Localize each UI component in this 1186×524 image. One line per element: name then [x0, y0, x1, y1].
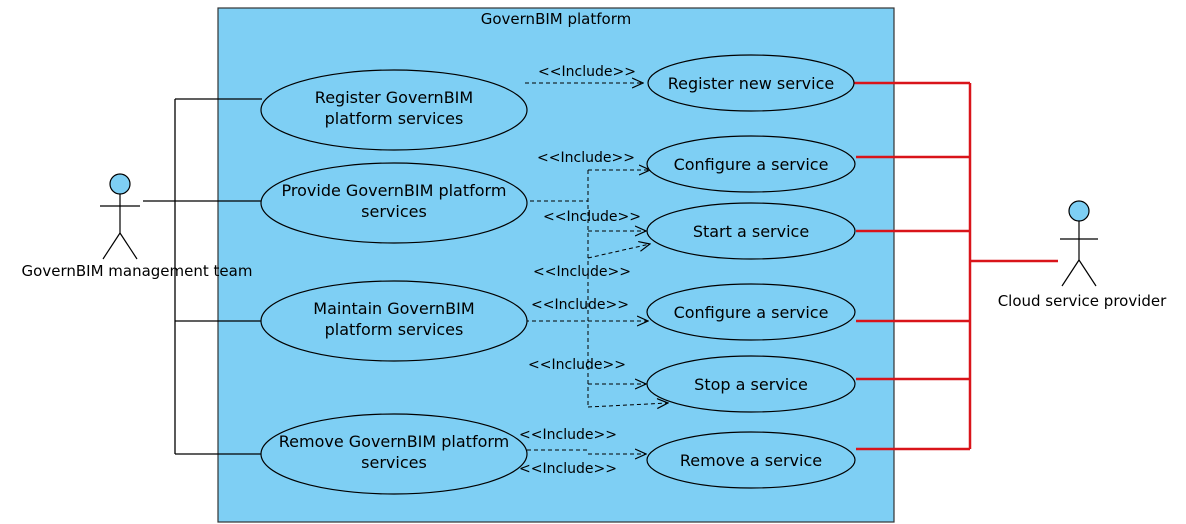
include-label: <<Include>>: [533, 264, 631, 280]
use-case-stop-service[interactable]: Stop a service: [646, 355, 856, 413]
include-arrow-start-up: [587, 244, 650, 259]
use-case-label-line2: services: [361, 453, 427, 472]
use-case-label: Start a service: [693, 222, 809, 241]
management-associations: [143, 98, 262, 455]
include-label: <<Include>>: [519, 427, 617, 443]
use-case-label-line2: services: [361, 202, 427, 221]
use-case-label: Remove a service: [680, 451, 822, 470]
actor-left-leg: [102, 232, 121, 260]
use-case-provide-platform-services[interactable]: Provide GovernBIM platform services: [260, 162, 528, 244]
use-case-register-new-service[interactable]: Register new service: [647, 54, 855, 112]
use-case-label-line1: Provide GovernBIM platform: [282, 181, 507, 200]
use-case-remove-service[interactable]: Remove a service: [646, 431, 856, 489]
include-label: <<Include>>: [531, 297, 629, 313]
include-arrow-stop-up: [587, 403, 668, 407]
use-case-label: Stop a service: [694, 375, 808, 394]
actor-right-leg: [119, 232, 138, 260]
use-case-label: Configure a service: [674, 303, 829, 322]
use-case-label: Register new service: [668, 74, 834, 93]
use-case-remove-platform-services[interactable]: Remove GovernBIM platform services: [260, 413, 528, 495]
use-case-label-line2: platform services: [325, 109, 464, 128]
use-case-label-line1: Register GovernBIM: [315, 88, 473, 107]
cloud-provider-actor: [1060, 200, 1098, 287]
include-label: <<Include>>: [538, 64, 636, 80]
use-case-label-line1: Maintain GovernBIM: [313, 299, 474, 318]
actor-right-leg: [1078, 259, 1097, 287]
include-label: <<Include>>: [543, 209, 641, 225]
actor-head: [1068, 200, 1090, 222]
use-case-label-line1: Remove GovernBIM platform: [279, 432, 510, 451]
include-label: <<Include>>: [537, 150, 635, 166]
use-case-maintain-platform-services[interactable]: Maintain GovernBIM platform services: [260, 280, 528, 362]
management-team-label: GovernBIM management team: [22, 262, 253, 280]
use-case-start-service[interactable]: Start a service: [646, 202, 856, 260]
use-case-configure-service-1[interactable]: Configure a service: [646, 135, 856, 193]
cloud-provider-label: Cloud service provider: [998, 292, 1167, 310]
include-dependencies: [525, 83, 668, 454]
management-team-actor: [100, 173, 140, 260]
use-case-register-platform-services[interactable]: Register GovernBIM platform services: [260, 69, 528, 151]
include-label: <<Include>>: [519, 461, 617, 477]
include-label: <<Include>>: [528, 357, 626, 373]
actor-head: [109, 173, 131, 195]
system-title: GovernBIM platform: [481, 10, 631, 28]
use-case-label-line2: platform services: [325, 320, 464, 339]
use-case-label: Configure a service: [674, 155, 829, 174]
provider-associations: [853, 81, 1058, 451]
actor-left-leg: [1061, 259, 1080, 287]
use-case-configure-service-2[interactable]: Configure a service: [646, 283, 856, 341]
